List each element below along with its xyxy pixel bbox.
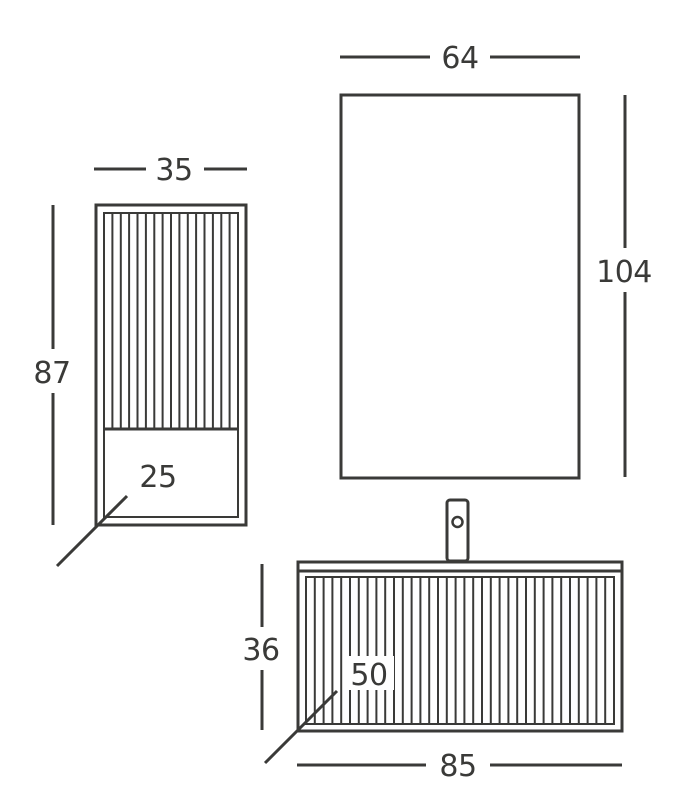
- vanity-body: [296, 569, 624, 733]
- depth-line: [263, 689, 339, 765]
- vanity-inner-frame: [305, 576, 615, 725]
- depth-line: [55, 494, 129, 568]
- tall-cabinet-depth-dimension: 25: [55, 458, 182, 568]
- vanity-height-dimension: 36: [242, 564, 280, 730]
- mirror-height-dimension: 104: [596, 95, 652, 477]
- tall-cabinet-fluted-door: [111, 213, 231, 429]
- vanity-cabinet: [296, 560, 624, 733]
- tall-cabinet-height-label: 87: [33, 356, 70, 391]
- vanity-fluted-door: [313, 577, 607, 724]
- depth-label-background: [136, 458, 182, 494]
- tall-cabinet: [94, 203, 248, 527]
- tall-cabinet-width-dimension: 35: [94, 153, 247, 188]
- vanity-width-dimension: 85: [297, 749, 622, 784]
- mirror-frame: [339, 93, 581, 480]
- vanity-height-label: 36: [242, 633, 279, 668]
- tall-cabinet-depth-label: 25: [139, 460, 176, 495]
- tall-cabinet-height-dimension: 87: [33, 205, 71, 525]
- mirror-width-dimension: 64: [340, 41, 580, 76]
- faucet-body: [445, 498, 470, 563]
- faucet-icon: [445, 498, 470, 563]
- tall-cabinet-outer-frame: [94, 203, 248, 527]
- vanity-depth-label: 50: [350, 658, 387, 693]
- mirror-width-label: 64: [441, 41, 478, 76]
- depth-label-background: [344, 656, 394, 690]
- faucet-handle: [451, 515, 464, 529]
- mirror: [339, 93, 581, 480]
- vanity-width-label: 85: [439, 749, 476, 784]
- vanity-depth-dimension: 50: [263, 656, 394, 765]
- mirror-height-label: 104: [596, 255, 652, 290]
- tall-cabinet-width-label: 35: [155, 153, 192, 188]
